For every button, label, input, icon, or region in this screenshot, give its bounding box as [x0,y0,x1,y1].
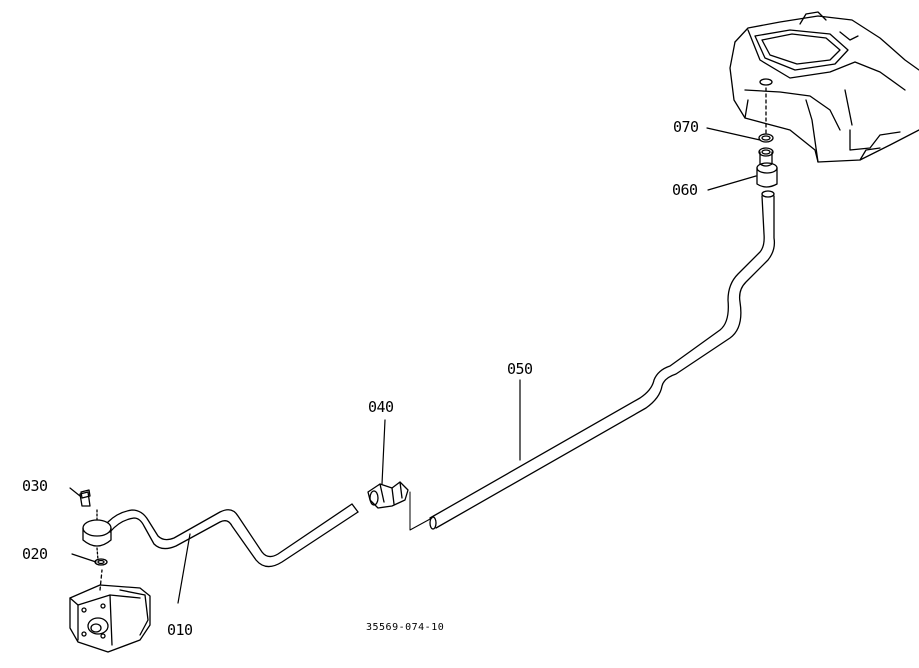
tank-drawing [729,11,919,163]
pipe-050 [409,190,776,531]
label-070: 070 [673,118,699,136]
label-040: 040 [368,398,394,416]
pump-drawing [69,569,151,653]
coupling-040 [367,481,409,509]
drawing-reference: 35569-074-10 [366,622,445,633]
label-060: 060 [672,181,698,199]
label-020: 020 [22,545,48,563]
label-030: 030 [22,477,48,495]
label-050: 050 [507,360,533,378]
pipe-010 [107,503,359,568]
leader-lines [69,127,761,604]
banjo-fitting [79,489,112,566]
label-010: 010 [167,621,193,639]
tank-fitting-060 [756,133,778,188]
